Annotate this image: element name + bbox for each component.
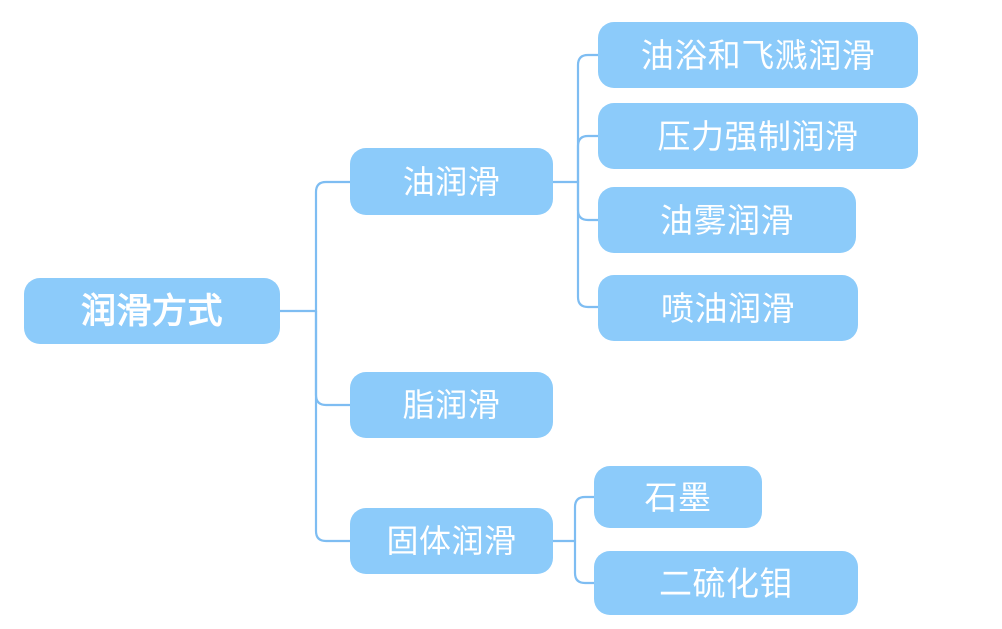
connector-root-to-grease	[314, 309, 352, 407]
connector-solid-to-mos2	[573, 539, 596, 585]
connector-root-to-oil	[314, 180, 352, 313]
connector-oil-to-mist	[576, 180, 600, 222]
node-oil-mist-label: 油雾润滑	[660, 201, 794, 239]
node-oil-jet[interactable]: 喷油润滑	[598, 275, 858, 341]
node-solid-lubrication-label: 固体润滑	[386, 523, 517, 559]
node-pressure-forced-label: 压力强制润滑	[657, 117, 859, 155]
connector-root-to-solid	[314, 309, 352, 543]
node-molybdenum-disulfide[interactable]: 二硫化钼	[594, 551, 858, 615]
node-oil-lubrication[interactable]: 油润滑	[350, 148, 553, 215]
node-grease-lubrication-label: 脂润滑	[402, 387, 501, 423]
connector-solid-to-graphite	[573, 495, 596, 543]
node-graphite-label: 石墨	[644, 478, 712, 516]
connector-oil-to-bath	[576, 53, 600, 184]
connector-oil-to-pressure	[576, 134, 600, 184]
node-oil-bath-splash-label: 油浴和飞溅润滑	[640, 36, 876, 74]
node-oil-jet-label: 喷油润滑	[661, 289, 795, 327]
node-root[interactable]: 润滑方式	[24, 278, 280, 344]
node-pressure-forced[interactable]: 压力强制润滑	[598, 103, 918, 169]
node-grease-lubrication[interactable]: 脂润滑	[350, 372, 553, 438]
node-root-label: 润滑方式	[80, 291, 223, 331]
node-molybdenum-disulfide-label: 二硫化钼	[659, 564, 793, 602]
connector-oil-to-jet	[576, 180, 600, 309]
node-oil-mist[interactable]: 油雾润滑	[598, 187, 856, 253]
node-graphite[interactable]: 石墨	[594, 466, 762, 528]
node-oil-lubrication-label: 油润滑	[402, 163, 501, 200]
node-solid-lubrication[interactable]: 固体润滑	[350, 508, 553, 574]
node-oil-bath-splash[interactable]: 油浴和飞溅润滑	[598, 22, 918, 88]
